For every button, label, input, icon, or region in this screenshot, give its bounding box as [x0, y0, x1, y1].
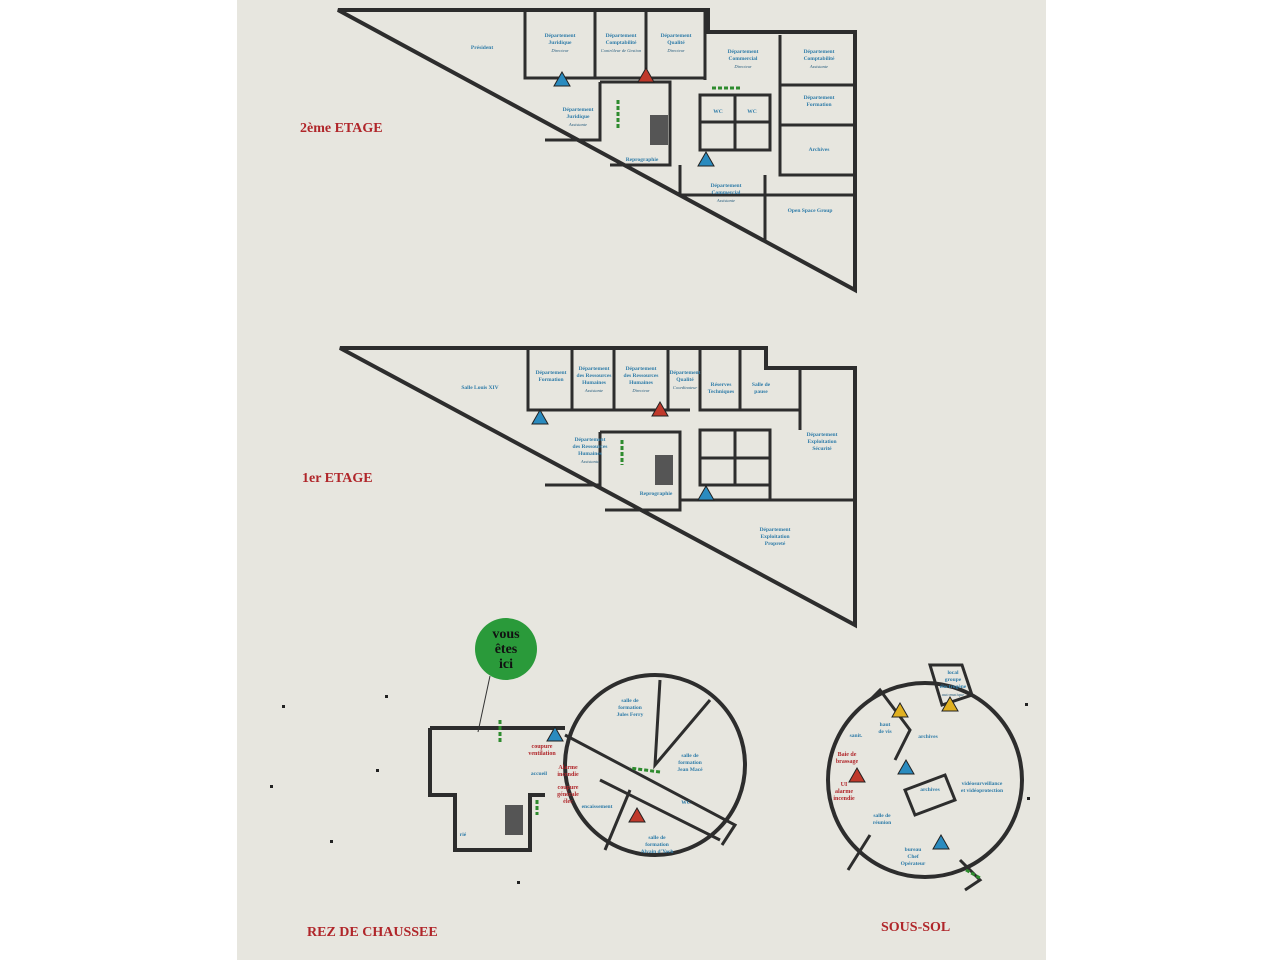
- room-jules-ferry: salle de formation Jules Ferry: [616, 698, 644, 718]
- room-accueil: accueil: [530, 771, 548, 777]
- room-pause: Salle de pause: [751, 382, 771, 395]
- room-reunion: salle de réunion: [872, 813, 892, 826]
- first-aid-icon: [891, 695, 959, 718]
- note-coupure-ventilation: coupure ventilation: [528, 744, 556, 757]
- room-louis-xiv: Salle Louis XIV: [461, 385, 499, 391]
- room-archives-1: archives: [918, 734, 938, 740]
- room-reprographie: Reprographie: [639, 491, 673, 497]
- room-archives-2: archives: [920, 787, 940, 793]
- room-haut-de-vis: haut de vis: [878, 722, 892, 735]
- note-alarme-incendie: Alarme incendie: [557, 765, 579, 778]
- etage1-walls: [526, 350, 855, 512]
- room-alvain-yech: salle de formation Alvain d'Yech: [640, 835, 674, 855]
- room-wc: WC: [681, 800, 691, 806]
- soussol-walls: [826, 663, 1024, 892]
- fire-extinguisher-icon: [628, 66, 866, 823]
- room-wc-2: WC: [747, 109, 757, 115]
- floor-label-soussol: SOUS-SOL: [881, 920, 951, 935]
- room-reserves: Réserves Techniques: [707, 382, 735, 395]
- room-formation: Département Formation: [535, 370, 567, 383]
- etage2-outline: [337, 8, 857, 294]
- rdc-walls: [428, 673, 747, 857]
- room-openspace: Open Space Group: [787, 208, 833, 214]
- you-are-here-pointer: [477, 675, 491, 733]
- room-president: Président: [470, 45, 494, 51]
- room-videosurveillance: vidéosurveillance et vidéoprotection: [960, 781, 1004, 794]
- note-baie-brassage: Baie de brassage: [835, 752, 859, 765]
- you-are-here-marker: vous êtes ici: [475, 618, 537, 680]
- alarm-triangle-icon: [531, 70, 950, 850]
- etage2-walls: [523, 12, 855, 240]
- note-coupure-elec: coupure générale élec: [557, 785, 579, 805]
- staircase-icon: [505, 115, 673, 835]
- floor-label-etage2: 2ème ETAGE: [300, 121, 383, 136]
- room-jean-mace: salle de formation Jean Macé: [677, 753, 703, 773]
- etage1-outline: [339, 346, 857, 629]
- room-exploitation-proprete: Département Exploitation Propreté: [759, 527, 791, 547]
- room-exploitation-securite: Département Exploitation Sécurité: [806, 432, 838, 452]
- floor-label-etage1: 1er ETAGE: [302, 471, 373, 486]
- room-bureau-chef: bureau Chef Opérateur: [900, 847, 926, 867]
- note-alarme-incendie-ss: UI alarme incendie: [833, 782, 855, 802]
- room-formation: Département Formation: [803, 95, 835, 108]
- room-encaissement: encaissement: [581, 804, 613, 810]
- room-archives: Archives: [808, 147, 830, 153]
- room-rie: rié: [459, 832, 467, 838]
- room-wc-1: WC: [713, 109, 723, 115]
- exit-arrow-icon: [498, 86, 981, 880]
- room-sanit: sanit.: [849, 733, 863, 739]
- room-reprographie: Reprographie: [625, 157, 659, 163]
- floor-label-rdc: REZ DE CHAUSSEE: [307, 925, 438, 940]
